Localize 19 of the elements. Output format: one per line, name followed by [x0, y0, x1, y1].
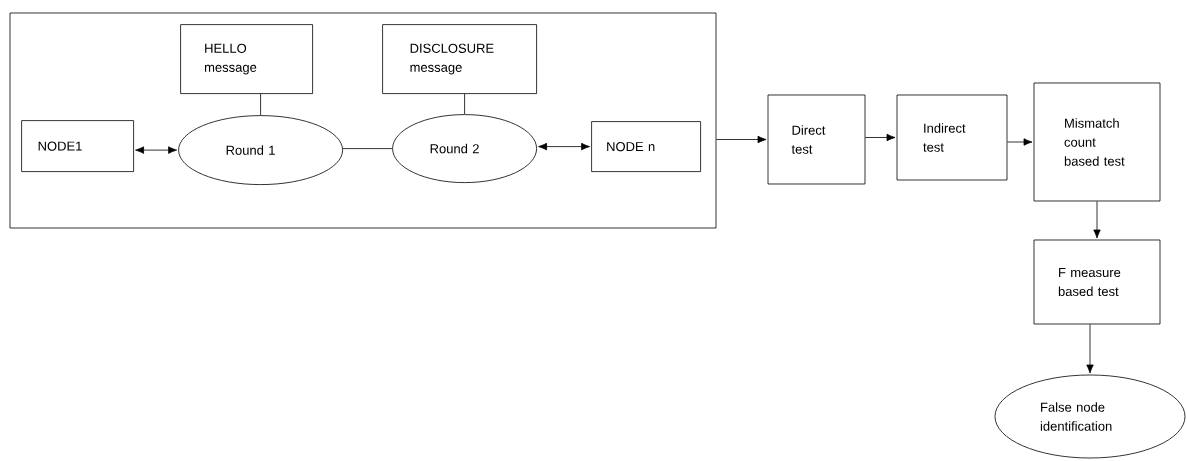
arrow [538, 142, 591, 151]
process-box: Indirect test [896, 94, 1008, 181]
message-box: HELLO message [180, 24, 313, 94]
message-box: DISCLOSURE message [382, 24, 537, 94]
arrow [1007, 138, 1033, 146]
connector-line [260, 93, 261, 116]
connector-line [464, 93, 465, 115]
arrow [135, 146, 178, 154]
arrow [865, 133, 896, 142]
arrow [716, 135, 767, 144]
process-box: Mismatch count based test [1033, 82, 1161, 202]
arrow [1086, 324, 1094, 374]
process-box: F measure based test [1033, 239, 1161, 325]
node-box: NODE n [591, 121, 701, 172]
frame-box [9, 12, 717, 229]
connector-line [342, 148, 393, 149]
node-box: NODE1 [21, 120, 134, 172]
process-box: Direct test [767, 94, 866, 185]
arrow [1093, 201, 1101, 239]
